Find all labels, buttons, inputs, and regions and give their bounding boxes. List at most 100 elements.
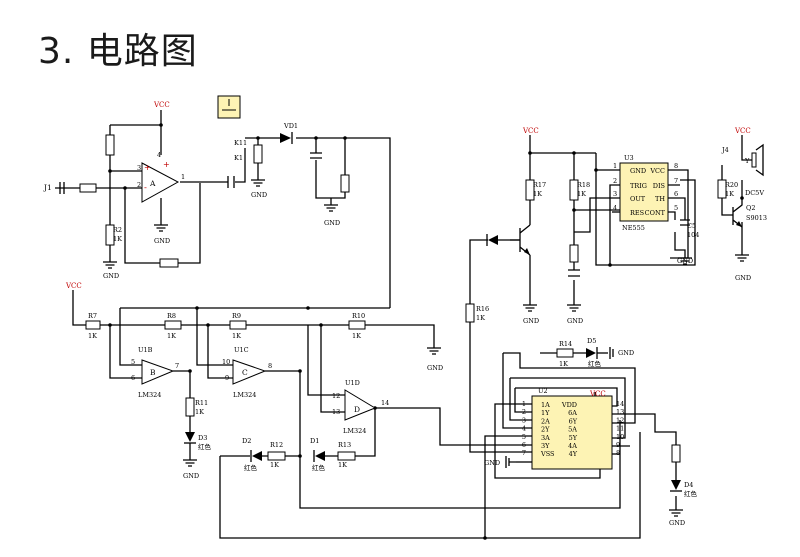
vcc-label: VCC [734,127,751,135]
svg-text:1K: 1K [232,332,241,340]
vcc-label: VCC [522,127,539,135]
resistor-input [79,183,97,193]
gnd-label: GND [154,237,170,245]
r16-label: R16 [476,305,489,313]
svg-text:1K: 1K [725,190,734,198]
u2-pin-number: 8 [616,449,620,457]
ground-icon [251,179,265,187]
gnd-pin-label: GND [484,459,500,467]
u1c-title: U1C [234,346,249,354]
u1d-label: D [354,405,360,414]
svg-text:8: 8 [268,362,272,370]
svg-text:9: 9 [225,374,229,382]
led-d2 [252,451,262,461]
lm324-label: LM324 [138,391,161,399]
svg-text:1K: 1K [338,461,347,469]
u3-title: U3 [624,154,634,162]
ne555-pin-name: GND [630,167,646,175]
gnd-label: GND [251,191,267,199]
led-d3 [185,432,195,442]
c104-label: 104 [687,231,699,239]
ne555-pin-name: TH [655,195,665,203]
svg-text:1: 1 [181,173,185,181]
ne555-pin-number: 1 [613,162,617,170]
resistors [79,134,727,463]
resistor-r15 [671,444,681,463]
resistor-r18 [569,179,579,201]
d1-color: 红色 [312,463,326,472]
ground-icon [735,254,749,262]
gnd-label: GND [324,219,340,227]
ground-icon [505,456,516,468]
u2-pin-number: 5 [522,433,526,441]
u2-pin-name: 6A [568,409,577,417]
u2-pin-number: 11 [616,425,624,433]
d3-label: D3 [198,434,207,442]
opamp-u1a [141,162,180,203]
j4-label: J4 [721,146,729,154]
opamp-u1d [344,389,377,421]
capacitor-c5 [680,219,690,226]
ground-icon [427,347,441,355]
r13-label: R13 [338,441,351,449]
r12-label: R12 [270,441,283,449]
opamps [141,162,377,421]
u2-pin-number: 10 [616,433,624,441]
u2-pin-number: 4 [522,425,526,433]
resistor-k1 [253,144,263,164]
u2-pin-number: 13 [616,408,624,416]
diode-input-q1 [488,235,498,245]
ne555-pin-number: 7 [674,177,678,185]
gnd-label: GND [427,364,443,372]
resistor-r1 [105,134,115,156]
r7-label: R7 [88,312,97,320]
resistor-r16 [465,303,475,323]
resistor-r8 [164,320,182,330]
resistor-r13 [337,451,356,461]
ic-u2 [531,395,613,470]
resistor-feedback [159,258,179,268]
resistor-r9 [229,320,247,330]
c5-label: C5 [687,222,696,230]
resistor-vd1 [340,174,350,193]
svg-text:+: + [163,160,170,169]
svg-text:13: 13 [332,408,340,416]
svg-text:10: 10 [222,358,230,366]
ne555-pin-name: DIS [653,182,665,190]
svg-text:4: 4 [157,151,161,159]
u2-pin-number: 14 [616,400,624,408]
d2-label: D2 [242,437,251,445]
svg-text:7: 7 [175,362,179,370]
resistor-r19 [569,244,579,263]
r8-label: R8 [167,312,176,320]
ground-icon [669,509,683,517]
u1b-label: B [150,368,156,377]
diodes [184,132,682,492]
u1d-title: U1D [345,379,360,387]
resistor-r2 [105,224,115,246]
u2-pin-name: 4A [568,442,577,450]
u2-pin-number: 1 [522,400,526,408]
gnd-label: GND [567,317,583,325]
u2-pin-name: VDD [561,401,577,409]
svg-text:+: + [144,163,151,172]
u2-pin-number: 12 [616,416,624,424]
gnd-label: GND [523,317,539,325]
svg-text:1K: 1K [88,332,97,340]
u1c-label: C [242,368,248,377]
ne555-pin-name: OUT [630,195,646,203]
u2-pin-name: VSS [540,450,555,458]
svg-text:14: 14 [381,399,389,407]
gnd-label: GND [618,349,634,357]
resistor-r17 [525,179,535,201]
r17-label: R17 [533,181,546,189]
u2-title: U2 [538,387,548,395]
vcc-label: VCC [153,101,170,109]
ne555-pin-number: 5 [674,204,678,212]
u2-pin-name: 2A [541,417,550,425]
r11-label: R11 [195,399,208,407]
resistor-r11 [185,397,195,417]
ne555-pin-name: CONT [645,209,666,217]
svg-text:-: - [144,183,147,192]
u2-pin-name: 3Y [541,442,550,450]
